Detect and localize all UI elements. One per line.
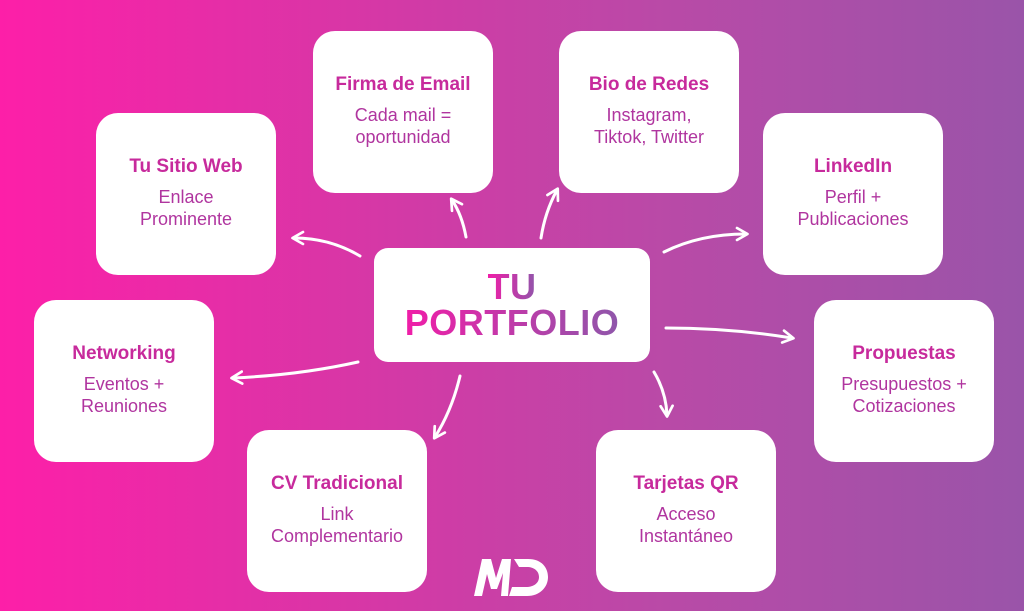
node-description: Eventos + Reuniones [80, 373, 168, 417]
node-title: Tarjetas QR [633, 473, 739, 495]
node-description: Cada mail = oportunidad [354, 104, 452, 148]
node-firma-email: Firma de Email Cada mail = oportunidad [313, 31, 493, 193]
arrow-to-networking [230, 360, 360, 385]
node-networking: Networking Eventos + Reuniones [34, 300, 214, 462]
node-title: Firma de Email [335, 74, 471, 96]
node-description: Instagram, Tiktok, Twitter [593, 104, 705, 148]
node-sitio-web: Tu Sitio Web Enlace Prominente [96, 113, 276, 275]
node-cv-tradicional: CV Tradicional Link Complementario [247, 430, 427, 592]
node-title: CV Tradicional [271, 473, 403, 495]
node-title: Tu Sitio Web [129, 156, 243, 178]
arrow-to-tarjetas-qr [652, 370, 674, 418]
center-title-line1: TU [487, 266, 537, 307]
node-linkedin: LinkedIn Perfil + Publicaciones [763, 113, 943, 275]
node-description: Link Complementario [270, 503, 404, 547]
arrow-to-cv-tradicional [432, 374, 462, 440]
node-description: Enlace Prominente [139, 186, 233, 230]
node-tarjetas-qr: Tarjetas QR Acceso Instantáneo [596, 430, 776, 592]
node-title: LinkedIn [813, 156, 893, 178]
arrow-to-bio-redes [539, 187, 560, 240]
node-description: Acceso Instantáneo [638, 503, 734, 547]
node-description: Perfil + Publicaciones [797, 186, 909, 230]
arrow-to-linkedin [662, 226, 749, 254]
node-title: Bio de Redes [588, 74, 710, 96]
center-portfolio-box: TU PORTFOLIO [374, 248, 650, 362]
md-logo-icon [474, 559, 548, 596]
node-description: Presupuestos + Cotizaciones [841, 373, 967, 417]
center-title-line2: PORTFOLIO [404, 302, 620, 343]
node-title: Propuestas [852, 343, 956, 365]
node-title: Networking [72, 343, 176, 365]
node-propuestas: Propuestas Presupuestos + Cotizaciones [814, 300, 994, 462]
arrow-to-firma-email [449, 197, 468, 239]
node-bio-redes: Bio de Redes Instagram, Tiktok, Twitter [559, 31, 739, 193]
arrow-to-propuestas [664, 326, 795, 344]
arrow-to-sitio-web [291, 230, 362, 258]
